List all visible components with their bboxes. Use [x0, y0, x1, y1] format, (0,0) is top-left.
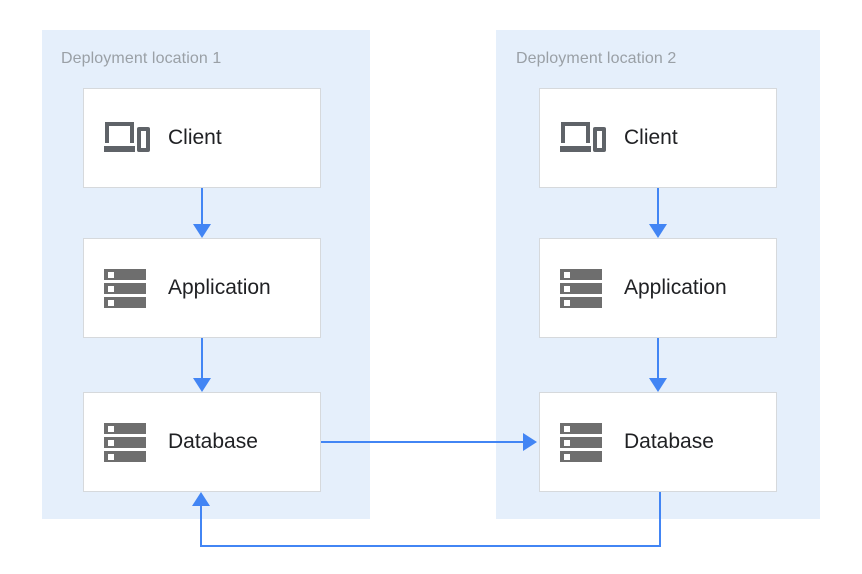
- deployment-zone-1-title: Deployment location 1: [61, 50, 222, 67]
- node-database-1[interactable]: Database: [83, 392, 321, 492]
- devices-icon: [104, 118, 150, 158]
- node-database-1-label: Database: [168, 430, 258, 453]
- node-database-2[interactable]: Database: [539, 392, 777, 492]
- server-icon: [104, 268, 150, 308]
- server-icon: [560, 268, 606, 308]
- node-database-2-label: Database: [624, 430, 714, 453]
- devices-icon: [560, 118, 606, 158]
- node-client-1-label: Client: [168, 126, 222, 149]
- node-application-2[interactable]: Application: [539, 238, 777, 338]
- connector-client-2-to-application-2: [657, 188, 659, 226]
- connector-client-1-to-application-1: [201, 188, 203, 226]
- node-client-2-label: Client: [624, 126, 678, 149]
- connector-database-2-to-database-1-segment-across: [200, 545, 661, 547]
- node-application-1[interactable]: Application: [83, 238, 321, 338]
- arrow-up-icon: [192, 492, 210, 506]
- connector-database-2-to-database-1-segment-up: [200, 506, 202, 546]
- connector-database-2-to-database-1-segment-down: [659, 492, 661, 547]
- node-application-2-label: Application: [624, 276, 727, 299]
- arrow-down-icon: [649, 378, 667, 392]
- connector-application-2-to-database-2: [657, 338, 659, 380]
- server-icon: [104, 422, 150, 462]
- connector-application-1-to-database-1: [201, 338, 203, 380]
- node-client-1[interactable]: Client: [83, 88, 321, 188]
- deployment-zone-2-title: Deployment location 2: [516, 50, 677, 67]
- arrow-down-icon: [649, 224, 667, 238]
- node-client-2[interactable]: Client: [539, 88, 777, 188]
- connector-database-1-to-database-2: [321, 441, 525, 443]
- server-icon: [560, 422, 606, 462]
- node-application-1-label: Application: [168, 276, 271, 299]
- arrow-down-icon: [193, 378, 211, 392]
- arrow-right-icon: [523, 433, 537, 451]
- arrow-down-icon: [193, 224, 211, 238]
